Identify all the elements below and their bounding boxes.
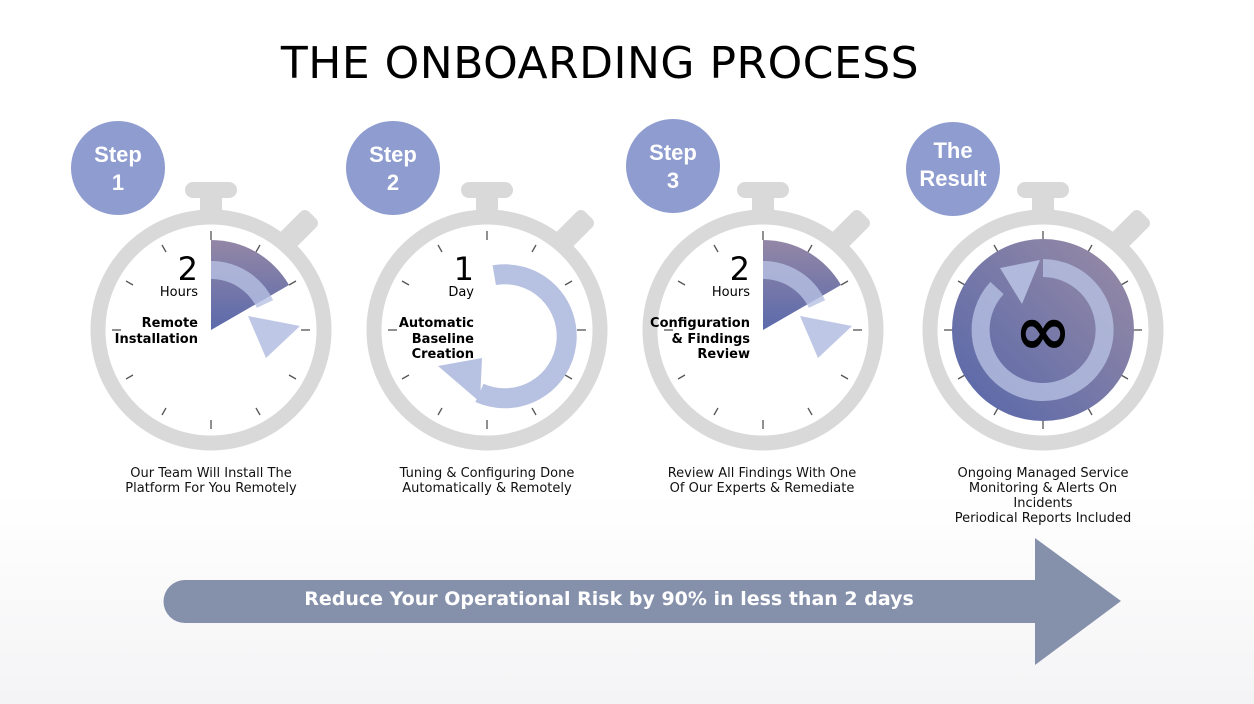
banner-text: Reduce Your Operational Risk by 90% in l… xyxy=(304,588,914,610)
badge-line1: Step xyxy=(369,142,417,167)
arrow-icon xyxy=(248,316,300,358)
duration-unit: Hours xyxy=(160,285,198,300)
arrow-icon xyxy=(1000,260,1040,304)
badge-line1: Step xyxy=(94,142,142,167)
description-line: Incidents xyxy=(1013,496,1073,511)
step-label: Installation xyxy=(115,332,198,347)
duration-value: 1 xyxy=(454,250,474,288)
step-label: Creation xyxy=(412,347,474,362)
step-badge xyxy=(626,119,720,213)
badge-line1: Step xyxy=(649,140,697,165)
description-line: Our Team Will Install The xyxy=(130,466,292,481)
duration-value: 2 xyxy=(730,250,750,288)
step-label: Configuration xyxy=(650,316,750,331)
result-description: Ongoing Managed Service Monitoring & Ale… xyxy=(923,466,1163,526)
stopwatch-step-2: Step 2 1 Day Automatic Baseline Creation xyxy=(346,121,608,451)
duration-value: 2 xyxy=(178,250,198,288)
duration-unit: Hours xyxy=(712,285,750,300)
step-1-description: Our Team Will Install The Platform For Y… xyxy=(91,466,331,496)
badge-line1: The xyxy=(933,138,972,163)
step-label: Review xyxy=(697,347,750,362)
description-line: Review All Findings With One xyxy=(667,466,857,481)
infinity-icon: ∞ xyxy=(1015,292,1072,371)
step-label: Baseline xyxy=(412,332,474,347)
stopwatch-step-1: Step 1 2 Hours Remote Installation xyxy=(71,121,332,451)
step-badge xyxy=(346,121,440,215)
page-title: THE ONBOARDING PROCESS xyxy=(280,38,920,89)
step-label: Automatic xyxy=(399,316,474,331)
step-badge xyxy=(71,121,165,215)
description-line: Tuning & Configuring Done xyxy=(399,466,575,481)
badge-line2: 3 xyxy=(667,168,679,193)
description-line: Automatically & Remotely xyxy=(402,481,572,496)
badge-line2: Result xyxy=(919,166,987,191)
description-line: Monitoring & Alerts On xyxy=(968,481,1118,496)
badge-line2: 1 xyxy=(112,170,124,195)
arrow-icon xyxy=(438,358,482,402)
description-line: Of Our Experts & Remediate xyxy=(669,481,855,496)
step-label: Remote xyxy=(142,316,199,331)
description-line: Ongoing Managed Service xyxy=(957,466,1129,481)
badge-line2: 2 xyxy=(387,170,399,195)
description-line: Platform For You Remotely xyxy=(125,481,297,496)
step-3-description: Review All Findings With One Of Our Expe… xyxy=(642,466,882,496)
stopwatch-result: ∞ The Result xyxy=(906,122,1164,451)
duration-unit: Day xyxy=(448,285,474,300)
step-badge xyxy=(906,122,1000,216)
arrow-icon xyxy=(800,316,852,358)
stopwatch-step-3: Step 3 2 Hours Configuration & Findings … xyxy=(626,119,884,451)
step-label: & Findings xyxy=(671,332,750,347)
step-2-description: Tuning & Configuring Done Automatically … xyxy=(367,466,607,496)
description-line: Periodical Reports Included xyxy=(954,511,1132,526)
